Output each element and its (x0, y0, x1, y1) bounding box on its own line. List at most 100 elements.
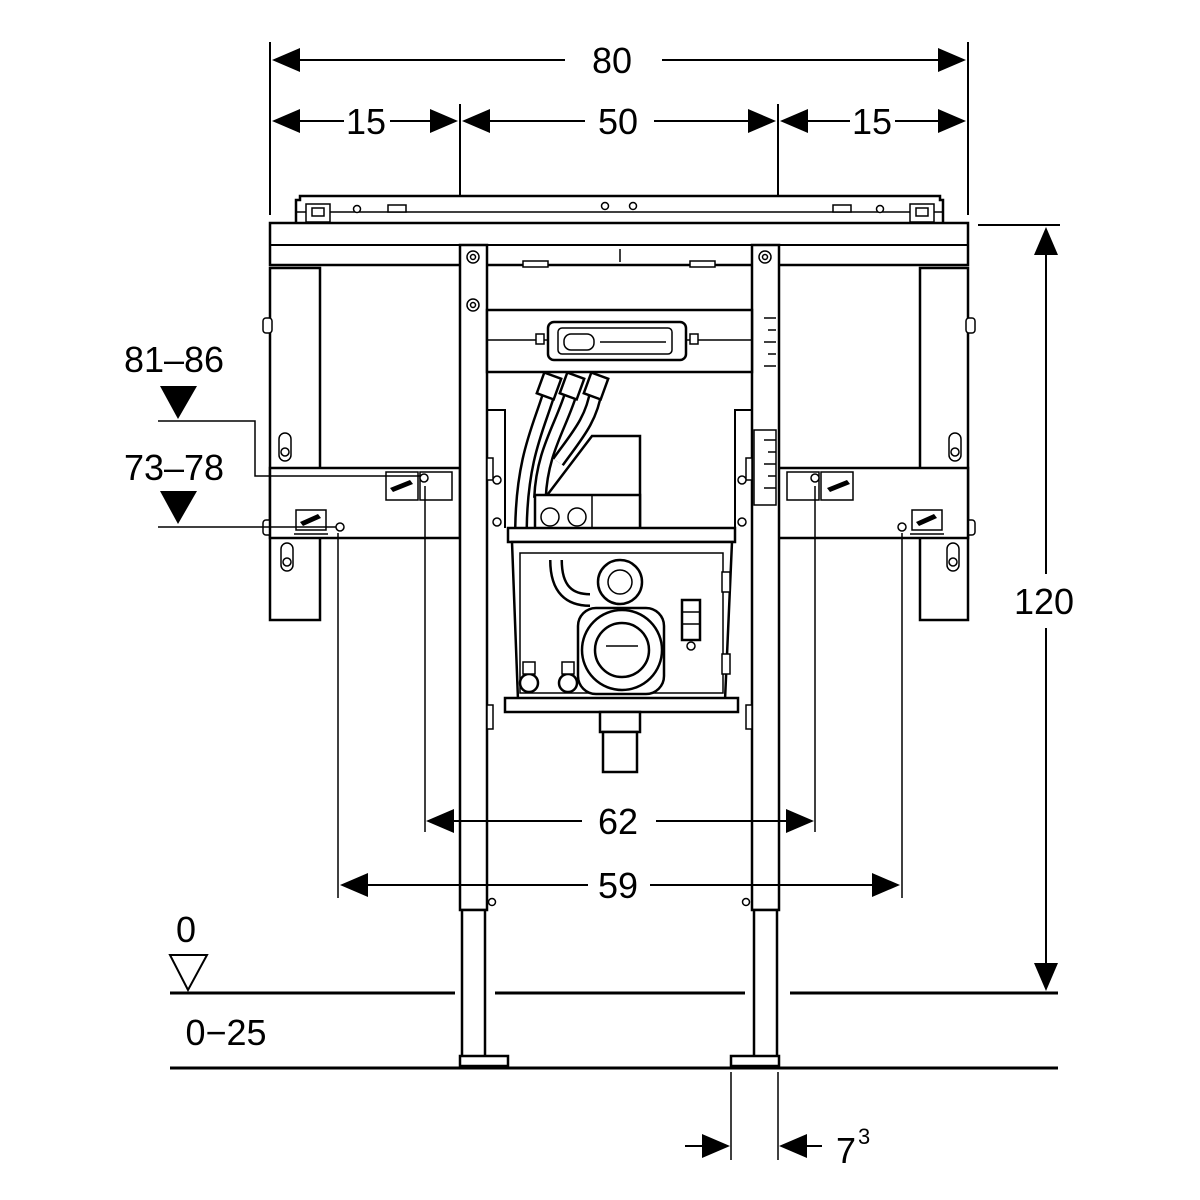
actuator-button (563, 333, 595, 351)
mounting-rail (294, 194, 945, 223)
lower-fixing-height-label: 73–78 (124, 447, 224, 488)
upper-fixing-height-label: 81–86 (124, 339, 224, 380)
bracket-slot (278, 432, 292, 462)
rail-slot (832, 204, 852, 213)
flush-hoses (514, 370, 610, 529)
post-notch (486, 704, 494, 730)
arrowhead (272, 109, 300, 133)
actuator-clip (535, 333, 545, 345)
angle-valve-stem (561, 661, 575, 675)
angle-valve (518, 672, 540, 694)
arrowhead-bottom (1034, 963, 1058, 991)
control-knob (540, 507, 560, 527)
post-notch (745, 704, 753, 730)
hose-inner (554, 389, 601, 465)
bracket-clip (262, 317, 273, 334)
hose-connector (535, 370, 563, 402)
post-screw-center (761, 253, 769, 261)
hose-connector (558, 370, 586, 402)
rail-outline (294, 194, 945, 223)
fill-valve (680, 598, 702, 642)
dimension-overall-width: 80 (269, 40, 969, 215)
frame-hole (492, 517, 502, 527)
fixing-wedge (827, 480, 850, 492)
drain-pipe (601, 730, 639, 774)
frame-hole (737, 517, 747, 527)
foot (729, 1054, 781, 1068)
arrowhead (462, 109, 490, 133)
post-left (458, 243, 510, 1068)
actuator-clip (689, 333, 699, 345)
post-screw-center (469, 301, 477, 309)
arrowhead (780, 109, 808, 133)
arrowhead-right (779, 1134, 807, 1158)
side-bracket-right (918, 266, 976, 622)
rail-hole (352, 204, 362, 214)
beam-clip (689, 260, 716, 268)
bracket-hole (280, 447, 290, 457)
dimension-upper-fixing-distance: 62 (424, 486, 816, 842)
dimension-foot-width: 7 3 (685, 1072, 870, 1171)
post-outline (458, 243, 489, 912)
floor-build-up: 0−25 (185, 1012, 266, 1053)
bracket-slot (946, 542, 960, 572)
foot (458, 1054, 510, 1068)
rail-clip-slot (915, 207, 929, 217)
beam-clip (522, 260, 549, 268)
control-knob (567, 507, 587, 527)
level-line (158, 420, 420, 477)
lower-fixing-level: 73–78 (124, 447, 336, 528)
fixing-plate (820, 471, 854, 501)
floor-lines (170, 991, 1058, 1070)
arrowhead-left (426, 809, 454, 833)
dimension-frame-height: 120 (978, 224, 1074, 991)
height-scale (753, 429, 777, 506)
fixing-plate (419, 471, 453, 501)
level-triangle (160, 386, 197, 419)
rail-clip-slot (311, 207, 325, 217)
frame-hole (737, 475, 747, 485)
frame-height-value: 120 (1014, 581, 1074, 622)
fixing-wedge (300, 514, 321, 526)
rail-hole (600, 201, 610, 211)
fixing-wedge (390, 480, 413, 492)
dimension-lower-fixing-distance: 59 (337, 533, 903, 906)
fixing-plate (786, 471, 820, 501)
arrowhead-left (272, 48, 300, 72)
arrowhead-right (938, 48, 966, 72)
bracket-hole (950, 447, 960, 457)
arrowhead (430, 109, 458, 133)
cistern (503, 526, 740, 774)
post-screw-center (469, 253, 477, 261)
lower-fixing-distance-value: 59 (598, 865, 638, 906)
lower-fixing-point (335, 522, 345, 532)
arrowhead-right (872, 873, 900, 897)
rail-slot (387, 204, 407, 213)
leg-clamp (741, 897, 751, 907)
cistern-clip (721, 653, 731, 675)
arrowhead (748, 109, 776, 133)
post-notch (486, 457, 494, 481)
post-notch (745, 457, 753, 481)
finished-floor-label: 0 (176, 909, 196, 950)
rail-hole (628, 201, 638, 211)
top-beam (268, 221, 970, 268)
lower-fixing-point (897, 522, 907, 532)
cistern-base (503, 696, 740, 714)
bracket-clip (965, 317, 976, 334)
leg (752, 908, 779, 1060)
right-offset-value: 15 (852, 101, 892, 142)
left-offset-value: 15 (346, 101, 386, 142)
post-outline (750, 243, 781, 912)
bracket-slot (948, 432, 962, 462)
inner-frame-left (487, 409, 506, 528)
side-bracket-left (262, 266, 322, 622)
foot-width-value: 7 (836, 1130, 856, 1171)
bracket-outline (268, 266, 322, 622)
overall-width-value: 80 (592, 40, 632, 81)
control-box (533, 434, 642, 532)
frame-hole (492, 475, 502, 485)
fill-valve-nozzle (686, 641, 696, 651)
center-width-value: 50 (598, 101, 638, 142)
fixing-plate (385, 471, 419, 501)
